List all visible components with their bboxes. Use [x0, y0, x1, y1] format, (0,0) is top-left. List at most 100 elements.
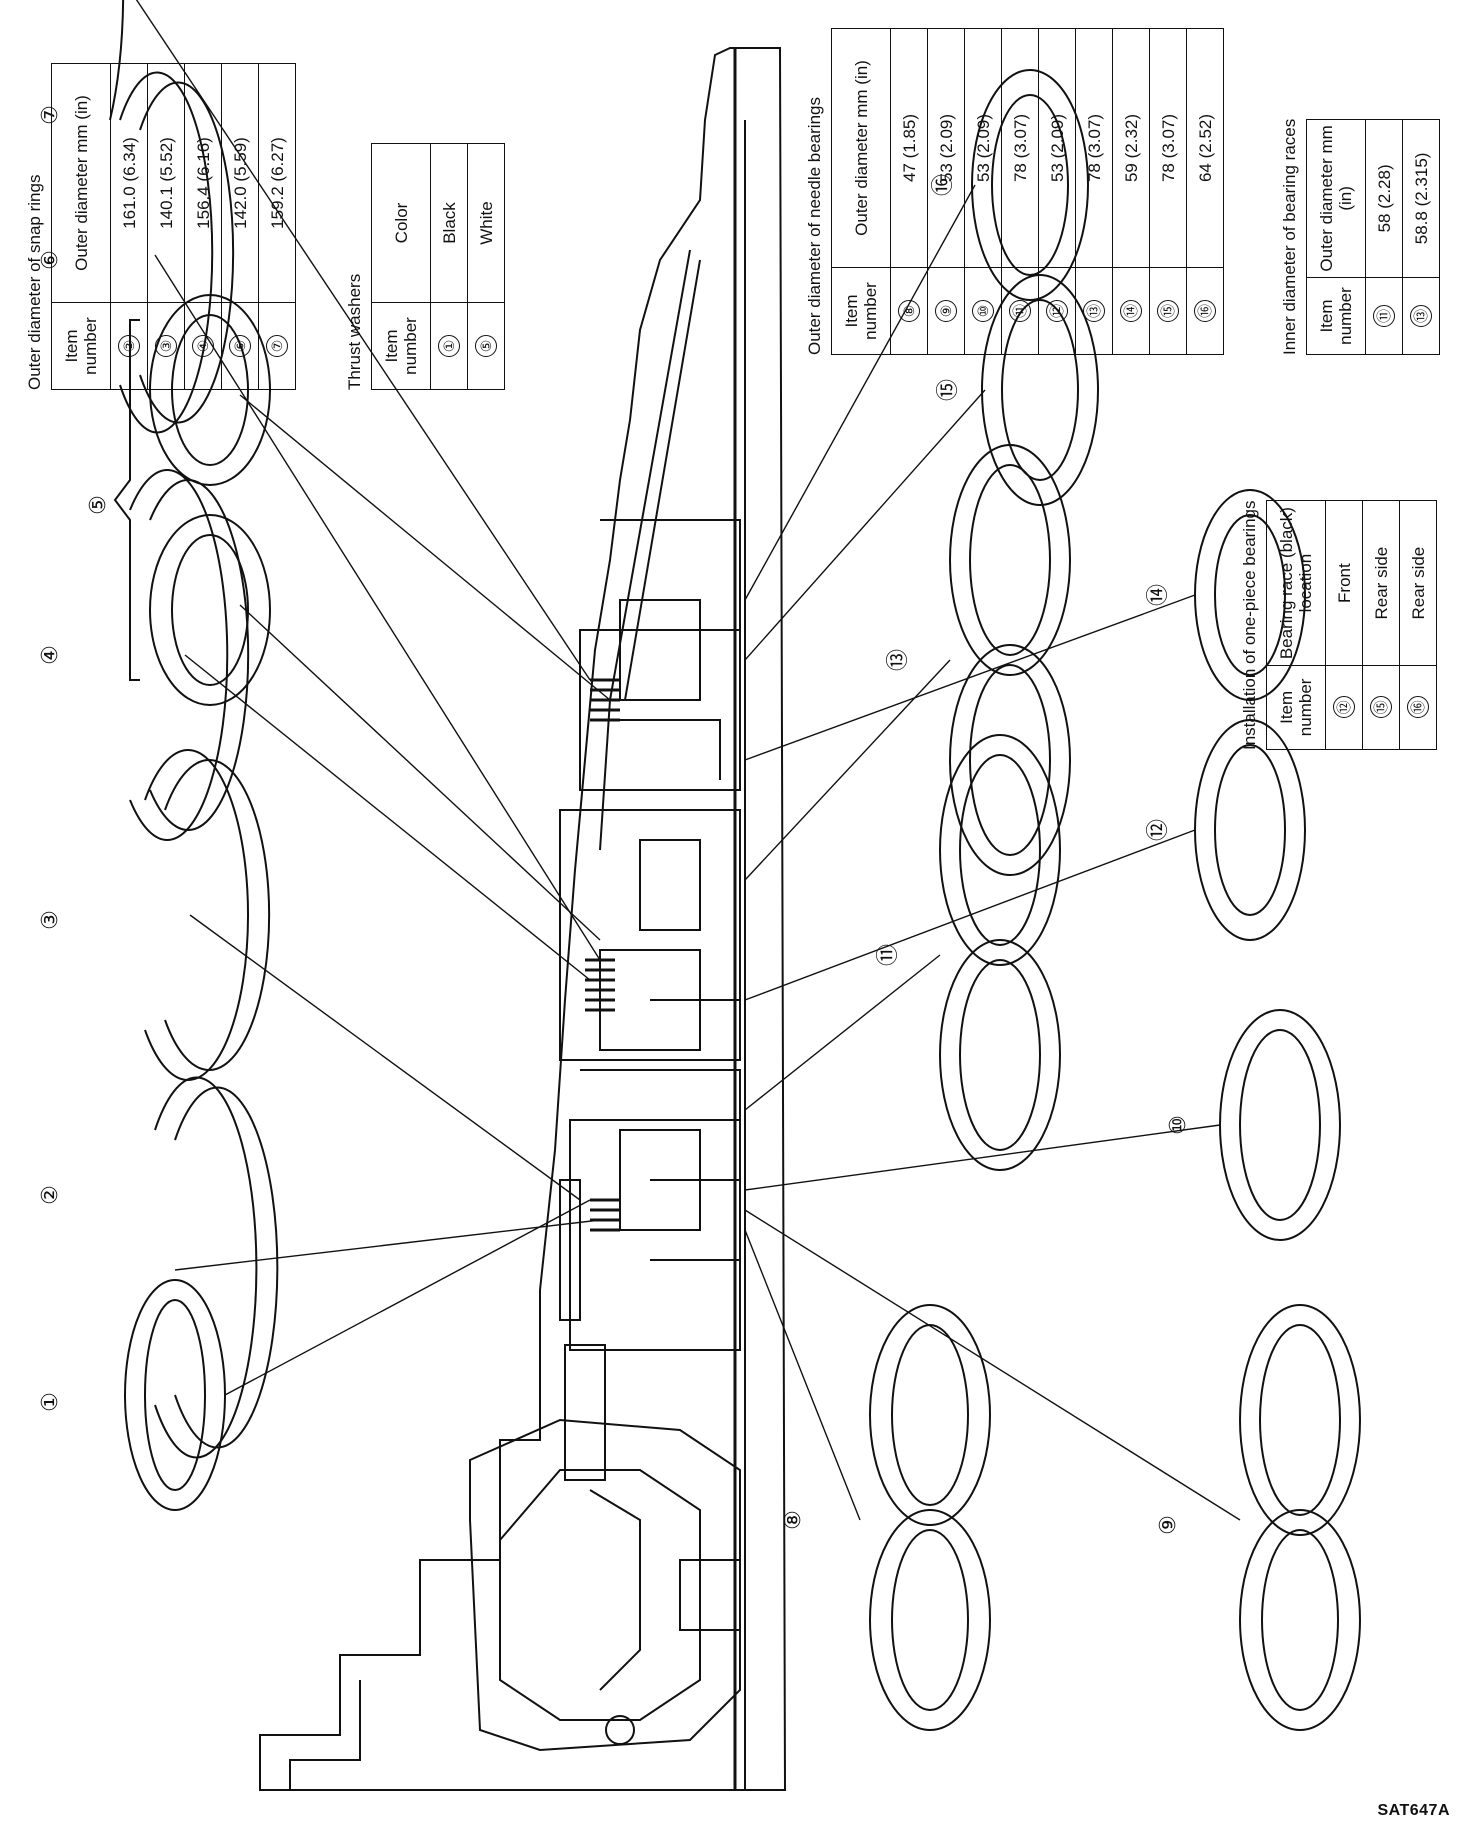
table-cell: ⑩	[964, 267, 1002, 355]
leader-lines	[135, 0, 1241, 1521]
callout-5: ⑤	[86, 495, 111, 515]
snap-ring-2	[154, 1076, 279, 1459]
callout-13: ⑬	[886, 649, 911, 671]
item-number: ⑭	[1120, 300, 1142, 322]
snap-rings-caption: Outer diameter of snap rings	[25, 174, 44, 390]
item-number: ⑮	[1370, 696, 1392, 719]
table-cell: 140.1 (5.52)	[147, 63, 185, 303]
item-number: ⑫	[1046, 300, 1068, 322]
table-cell: ⑥	[221, 302, 259, 390]
table-cell: ⑪	[1001, 267, 1039, 355]
table-cell: ①	[430, 302, 468, 390]
table-cell: ⑭	[1112, 267, 1150, 355]
table-cell: ④	[184, 302, 222, 390]
callout-1: ①	[38, 1392, 63, 1412]
header-outer-diameter: Outer diameter mm (in)	[51, 63, 111, 303]
item-number: ⑬	[1083, 300, 1105, 322]
header-item-number: Item number	[1306, 277, 1366, 355]
item-number: ③	[155, 335, 177, 357]
figure-code: SAT647A	[1377, 1802, 1450, 1819]
table-cell: 161.0 (6.34)	[110, 63, 148, 303]
table-cell: ⑬	[1075, 267, 1113, 355]
bearing-races-table: Item number Outer diameter mm (in) ⑪ 58 (…	[1306, 119, 1440, 355]
bearing-races-caption: Inner diameter of bearing races	[1280, 118, 1299, 355]
item-number: ⑤	[475, 335, 497, 357]
table-cell: 142.0 (5.59)	[221, 63, 259, 303]
needle-bearing-10	[1219, 1009, 1341, 1241]
header-color: Color	[371, 143, 431, 303]
needle-bearing-16	[971, 69, 1089, 301]
header-item-number: Item number	[1266, 665, 1326, 750]
needle-bearing-8	[869, 1304, 991, 1731]
snap-ring-3	[144, 749, 271, 1081]
callout-10: ⑩	[1166, 1115, 1191, 1135]
item-number: ①	[438, 335, 460, 357]
needle-bearing-9	[1239, 1304, 1361, 1731]
snap-ring-6	[119, 71, 235, 434]
header-outer-diameter: Outer diameter mm (in)	[831, 28, 891, 268]
needle-bearing-13	[949, 444, 1071, 876]
transmission-housing	[259, 47, 787, 1791]
callout-9: ⑨	[1156, 1515, 1181, 1535]
callout-4: ④	[38, 645, 63, 665]
header-item-number: Item number	[371, 302, 431, 390]
table-cell: 58 (2.28)	[1365, 119, 1403, 278]
snap-ring-4	[129, 469, 250, 841]
table-cell: 53 (2.09)	[964, 28, 1002, 268]
table-cell: 53 (2.09)	[927, 28, 965, 268]
table-cell: ⑪	[1365, 277, 1403, 355]
table-cell: ⑨	[927, 267, 965, 355]
header-item-number: Item number	[51, 302, 111, 390]
callout-7: ⑦	[38, 105, 63, 125]
table-cell: ②	[110, 302, 148, 390]
needle-bearings-caption: Outer diameter of needle bearings	[805, 97, 824, 355]
table-cell: ⑬	[1402, 277, 1440, 355]
needle-bearing-11	[939, 734, 1061, 1171]
needle-bearings-table-block: Outer diameter of needle bearings Item n…	[805, 28, 1224, 355]
one-piece-bearings-table: Item number Bearing race (black) locatio…	[1266, 501, 1437, 751]
callout-12: ⑫	[1146, 819, 1171, 841]
torque-converter	[469, 1418, 741, 1752]
snap-rings-table: Item number Outer diameter mm (in) ② 161.…	[51, 63, 296, 390]
table-cell: 47 (1.85)	[890, 28, 928, 268]
header-outer-diameter: Outer diameter mm (in)	[1306, 119, 1366, 278]
table-cell: ③	[147, 302, 185, 390]
thrust-washers-caption: Thrust washers	[345, 273, 364, 390]
table-cell: 58.8 (2.315)	[1402, 119, 1440, 278]
thrust-washers-table: Item number Color ① Black ⑤ White	[371, 143, 505, 390]
table-cell: Black	[430, 143, 468, 303]
table-cell: ⑯	[1399, 665, 1437, 750]
thrust-washers-table-block: Thrust washers Item number Color ① Black …	[345, 143, 505, 390]
item-number: ⑪	[1373, 305, 1395, 328]
callout-2: ②	[38, 1185, 63, 1205]
snap-rings-table-block: Outer diameter of snap rings Item number…	[25, 63, 296, 390]
table-cell: 156.4 (6.16)	[184, 63, 222, 303]
item-number: ⑯	[1194, 300, 1216, 322]
item-number: ⑪	[1009, 300, 1031, 322]
table-cell: 159.2 (6.27)	[258, 63, 296, 303]
item-number: ⑩	[972, 300, 994, 322]
table-cell: ⑤	[467, 302, 505, 390]
callout-6: ⑥	[38, 250, 63, 270]
one-piece-bearings-caption: Installation of one-piece bearings	[1240, 500, 1259, 751]
table-cell: ⑮	[1362, 665, 1400, 750]
callout-11: ⑪	[876, 944, 901, 966]
callout-15: ⑮	[936, 379, 961, 401]
item-number: ②	[118, 335, 140, 357]
table-cell: Rear side	[1362, 501, 1400, 666]
item-number: ⑬	[1410, 305, 1432, 328]
callout-3: ③	[38, 910, 63, 930]
table-cell: ⑧	[890, 267, 928, 355]
table-cell: Front	[1325, 501, 1363, 666]
clutch-plates	[585, 678, 620, 1232]
needle-bearing-12	[1194, 719, 1306, 941]
item-number: ⑨	[935, 300, 957, 322]
one-piece-bearings-table-block: Installation of one-piece bearings Item …	[1240, 500, 1437, 751]
table-cell: 78 (3.07)	[1001, 28, 1039, 268]
table-cell: ⑮	[1149, 267, 1187, 355]
table-cell: ⑯	[1186, 267, 1224, 355]
callout-14: ⑭	[1146, 584, 1171, 606]
table-cell: White	[467, 143, 505, 303]
